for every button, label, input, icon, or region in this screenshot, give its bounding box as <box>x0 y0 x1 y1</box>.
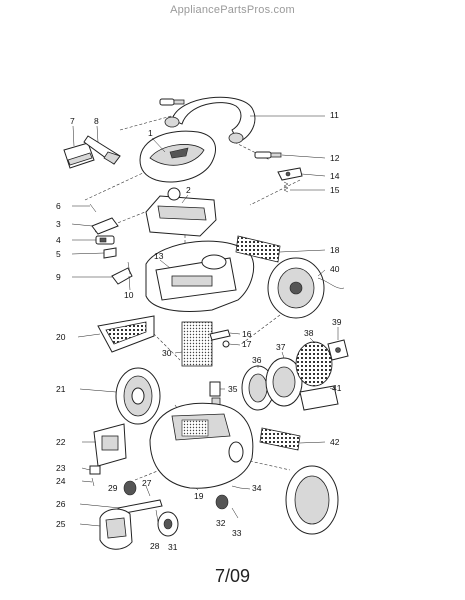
part-13-upper-housing <box>145 240 254 312</box>
part-40-motor <box>267 257 345 319</box>
part-19-base-housing <box>149 402 254 489</box>
callout-31: 31 <box>168 542 178 552</box>
callout-35: 35 <box>228 384 238 394</box>
watermark: AppliancePartsPros.com <box>170 4 295 16</box>
callout-38: 38 <box>304 328 314 338</box>
callout-42: 42 <box>330 437 340 447</box>
callout-32: 32 <box>216 518 226 528</box>
part-14-latch <box>277 167 303 181</box>
callout-34: 34 <box>252 483 262 493</box>
callout-19: 19 <box>194 491 204 501</box>
part-15-spring <box>283 181 289 193</box>
callout-1: 1 <box>148 128 153 138</box>
part-18-filter <box>235 235 281 263</box>
callout-labels: 1 2 3 4 5 6 7 8 9 10 11 12 13 14 15 16 1… <box>56 110 342 552</box>
part-20-filter-frame <box>97 315 155 353</box>
callout-7: 7 <box>70 116 75 126</box>
part-9-button <box>111 267 133 285</box>
callout-33: 33 <box>232 528 242 538</box>
callout-29: 29 <box>108 483 118 493</box>
part-5-clip <box>103 247 117 259</box>
callout-26: 26 <box>56 499 66 509</box>
callout-13: 13 <box>154 251 164 261</box>
part-41-filter-pad <box>299 385 339 411</box>
part-16-spring-clip <box>209 329 231 341</box>
callout-2: 2 <box>186 185 191 195</box>
callout-10: 10 <box>124 290 134 300</box>
part-30-grill <box>181 321 213 367</box>
callout-23: 23 <box>56 463 66 473</box>
callout-30: 30 <box>162 348 172 358</box>
callout-5: 5 <box>56 249 61 259</box>
callout-25: 25 <box>56 519 66 529</box>
part-6-pin <box>89 203 97 213</box>
callout-15: 15 <box>330 185 340 195</box>
callout-27: 27 <box>142 478 152 488</box>
part-35-clip <box>209 381 221 407</box>
part-32-wheel-cap <box>215 494 229 510</box>
part-21-side-wheel <box>115 367 161 425</box>
part-39-cap <box>327 339 349 361</box>
callout-8: 8 <box>94 116 99 126</box>
part-38-hepa-filter <box>295 341 333 387</box>
callout-9: 9 <box>56 272 61 282</box>
part-27-screw <box>145 485 151 497</box>
part-7-brush-tool <box>63 142 95 169</box>
callout-16: 16 <box>242 329 252 339</box>
part-22-panel <box>93 423 127 467</box>
callout-leader-lines <box>71 115 339 527</box>
part-34-screw <box>231 485 241 489</box>
part-3-button <box>91 217 119 235</box>
part-23-clip <box>89 465 101 475</box>
callout-22: 22 <box>56 437 66 447</box>
part-33-screw <box>231 507 239 519</box>
callout-4: 4 <box>56 235 61 245</box>
callout-28: 28 <box>150 541 160 551</box>
part-4-switch <box>95 235 115 245</box>
part-42-filter <box>259 427 301 451</box>
callout-17: 17 <box>242 339 252 349</box>
callout-24: 24 <box>56 476 66 486</box>
callout-39: 39 <box>332 317 342 327</box>
part-2-inner-lid <box>145 187 217 237</box>
page-number: 7/09 <box>214 566 251 586</box>
callout-3: 3 <box>56 219 61 229</box>
callout-18: 18 <box>330 245 340 255</box>
part-37-motor-housing <box>265 357 303 407</box>
callout-21: 21 <box>56 384 66 394</box>
part-8-crevice-tool <box>83 135 121 165</box>
part-1-top-cover <box>139 130 216 183</box>
part-12-screw <box>159 98 282 159</box>
part-10-screw <box>127 261 131 275</box>
callout-14: 14 <box>330 171 340 181</box>
part-24-screw <box>91 477 95 487</box>
rear-wheel <box>285 465 339 535</box>
callout-41: 41 <box>332 383 342 393</box>
part-11-handle <box>164 96 256 144</box>
callout-36: 36 <box>252 355 262 365</box>
part-25-rear-cover <box>99 508 133 550</box>
part-28-screw <box>155 509 159 523</box>
callout-12: 12 <box>330 153 340 163</box>
callout-11: 11 <box>330 110 339 120</box>
callout-37: 37 <box>276 342 286 352</box>
callout-40: 40 <box>330 264 340 274</box>
part-17-washer <box>222 340 230 348</box>
callout-6: 6 <box>56 201 61 211</box>
part-29-roller <box>123 480 137 496</box>
part-31-caster-wheel <box>157 511 179 537</box>
callout-20: 20 <box>56 332 66 342</box>
